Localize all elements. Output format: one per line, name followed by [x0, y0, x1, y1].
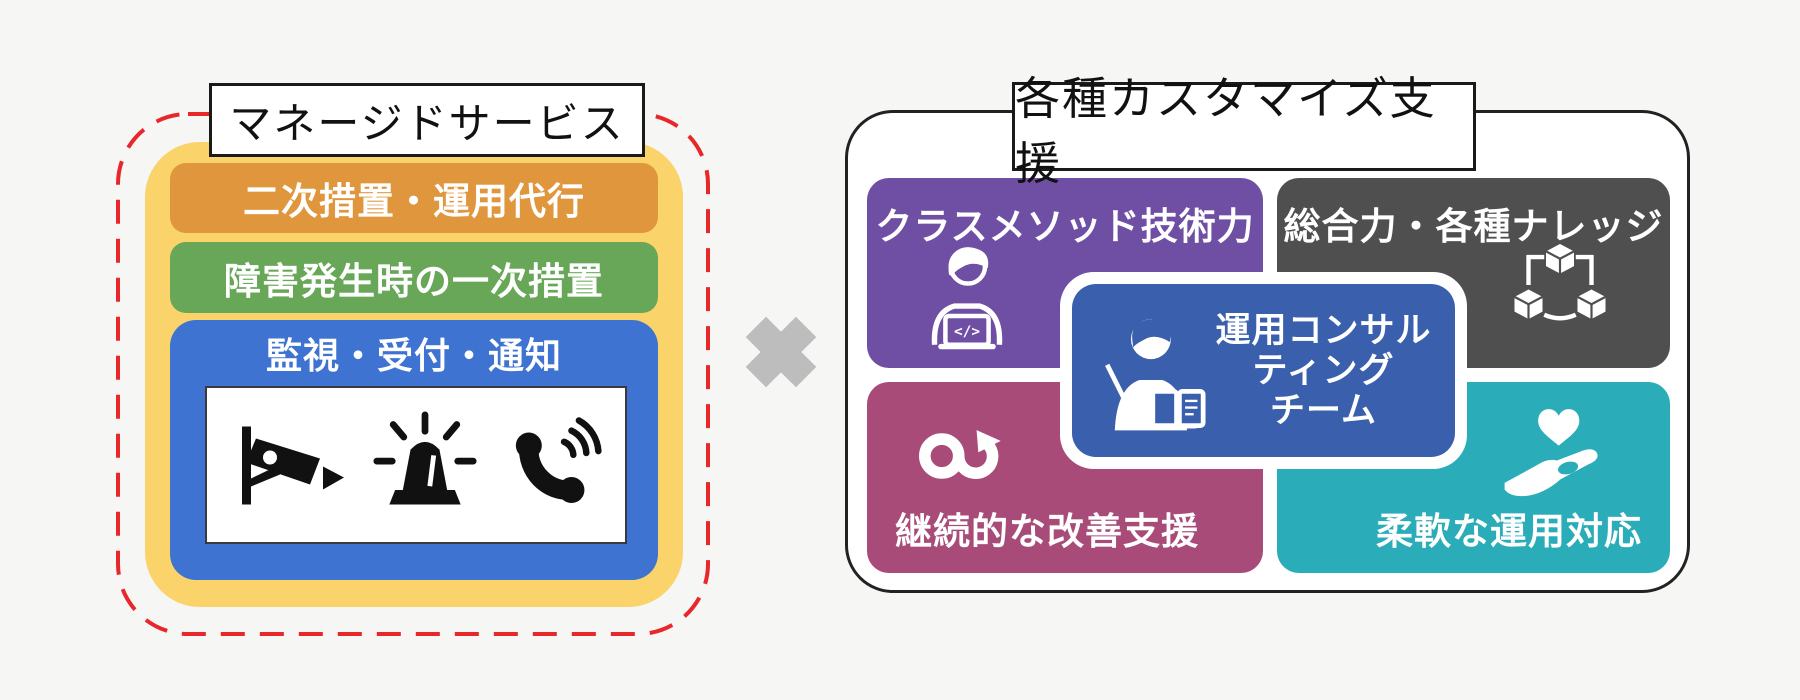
knowledge-box: 総合力・各種ナレッジ	[1277, 178, 1670, 368]
phone-call-icon	[515, 417, 602, 504]
red-dashed-border	[116, 112, 710, 636]
technical-strength-label: クラスメソッド技術力	[875, 206, 1255, 247]
multiply-icon	[745, 316, 817, 388]
secondary-measures-label: 二次措置・運用代行	[243, 181, 585, 222]
person-laptop-icon: </>	[931, 247, 1003, 350]
right-panel-title-label: 各種カスタマイズ支援	[1015, 72, 1437, 189]
left-panel-title: マネージドサービス	[209, 83, 645, 157]
monitoring-label: 監視・受付・通知	[265, 335, 562, 376]
left-panel-title-label: マネージドサービス	[229, 99, 625, 147]
laptop-code-text: </>	[954, 324, 980, 340]
connected-cubes-icon	[1512, 242, 1608, 321]
knowledge-label: 総合力・各種ナレッジ	[1283, 206, 1664, 247]
continuous-improvement-label: 継続的な改善支援	[895, 511, 1199, 552]
consulting-team-label: 運用コンサル ティング チーム	[1215, 310, 1432, 430]
secondary-measures-box: 二次措置・運用代行	[170, 163, 658, 233]
primary-measures-box: 障害発生時の一次措置	[170, 242, 658, 313]
flexible-operation-box: 柔軟な運用対応	[1277, 382, 1670, 573]
monitoring-box: 監視・受付・通知	[170, 320, 658, 580]
consultant-icon	[1105, 318, 1206, 430]
cctv-camera-icon	[241, 426, 344, 505]
heart-in-hand-icon	[1504, 409, 1598, 497]
right-panel-title: 各種カスタマイズ支援	[1012, 73, 1476, 189]
emergency-light-icon	[373, 411, 477, 505]
consulting-team-box: 運用コンサル ティング チーム	[1060, 272, 1467, 469]
monitoring-icon-strip	[205, 386, 627, 544]
infinity-arrow-icon	[919, 430, 1001, 480]
primary-measures-label: 障害発生時の一次措置	[224, 260, 604, 302]
flexible-operation-label: 柔軟な運用対応	[1376, 511, 1642, 552]
